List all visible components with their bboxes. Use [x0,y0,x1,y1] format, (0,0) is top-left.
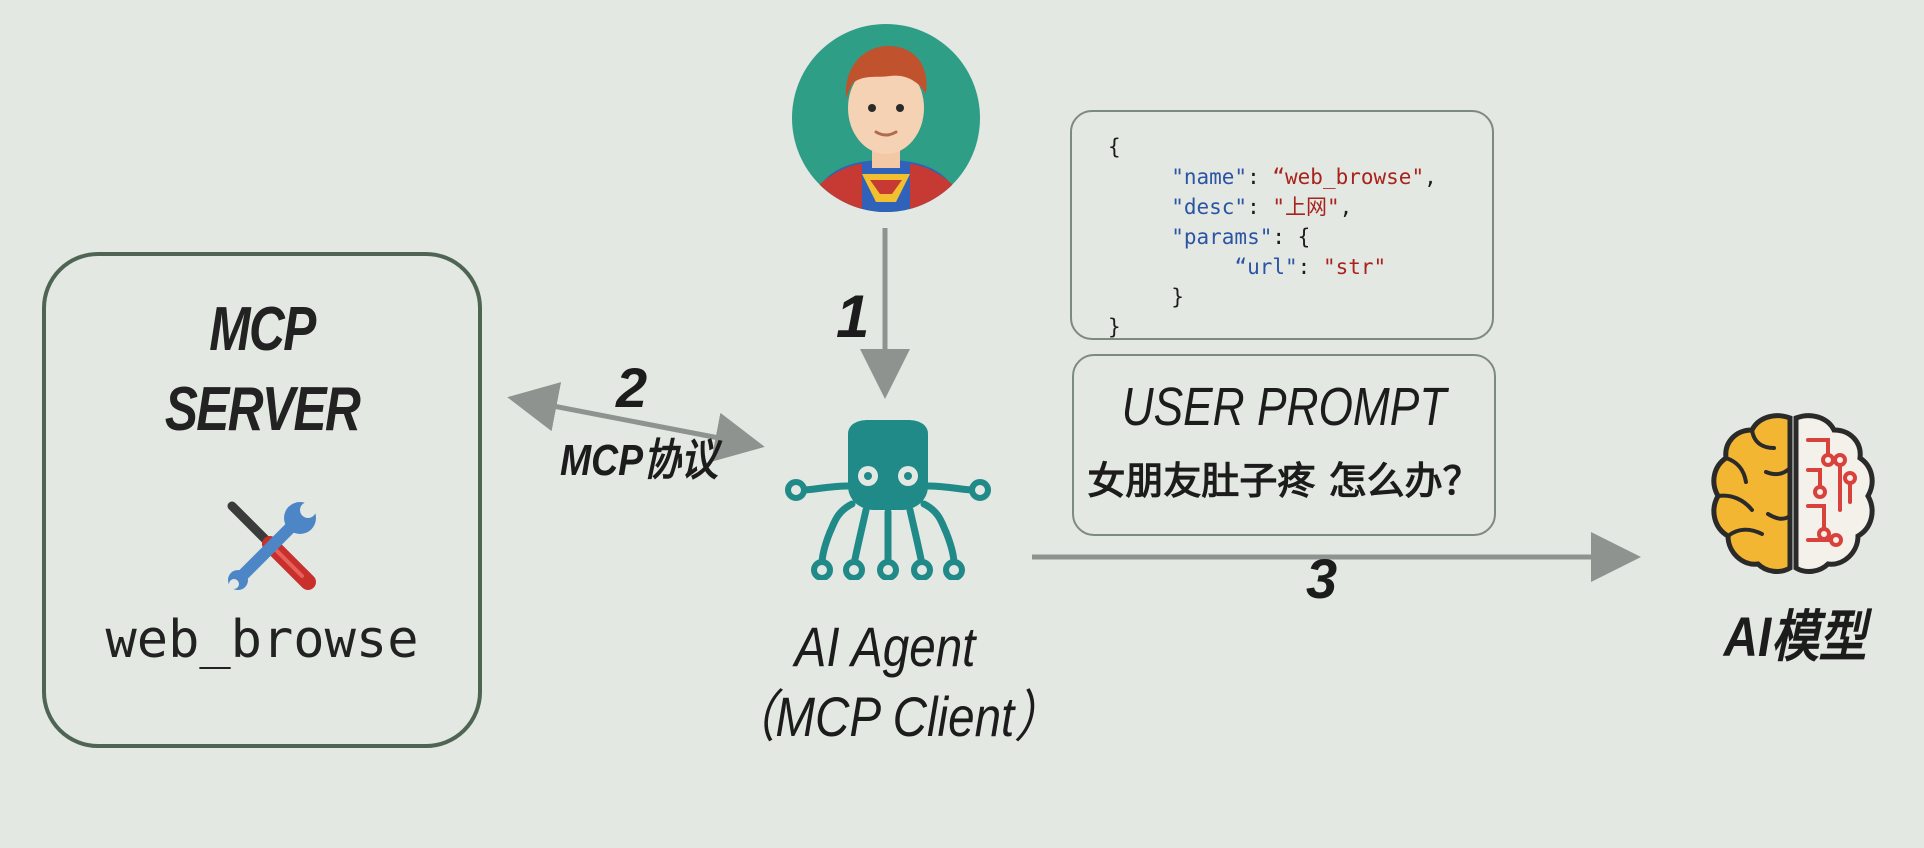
tool-schema-card: { "name": “web_browse", "desc": "上网", "p… [1070,110,1494,340]
prompt-title: USER PROMPT [1121,377,1447,437]
json-desc-value: "上网" [1272,195,1340,219]
step-3-label: 3 [1306,547,1338,610]
agent-label: AI Agent （MCP Client） [700,612,1070,752]
server-title-line1: MCP [209,295,316,364]
json-params-close: } [1171,285,1184,309]
superhero-avatar-icon [792,24,980,212]
json-desc-key: "desc" [1171,195,1248,219]
json-url-key: “url" [1234,255,1298,279]
wrench-screwdriver-icon [227,501,316,590]
arrow-server-agent [507,382,765,462]
json-params-open: { [1297,225,1311,249]
ai-model-label: AI模型 [1723,605,1867,668]
octopus-agent-icon [785,420,991,580]
step-2-label: 2 [616,356,648,419]
json-url-value: "str" [1322,255,1387,279]
server-title-line2: SERVER [164,375,361,444]
tool-name-label: web_browse [105,610,419,670]
json-name-key: "name" [1171,165,1248,189]
step-1-label: 1 [836,283,870,350]
protocol-label: MCP协议 [560,436,718,485]
json-name-value: “web_browse" [1272,165,1425,189]
json-open-brace: { [1108,135,1121,159]
mcp-server-box [42,252,482,748]
json-params-key: "params" [1171,225,1273,249]
user-prompt-card: USER PROMPT 女朋友肚子疼 怎么办？ [1072,354,1496,536]
server-title: MCP SERVER [42,290,482,450]
agent-label-line1: AI Agent [794,615,976,678]
json-close-brace: } [1108,315,1121,339]
brain-circuit-icon [1711,413,1875,574]
prompt-text: 女朋友肚子疼 怎么办？ [1087,459,1481,503]
agent-label-line2: （MCP Client） [727,685,1062,748]
